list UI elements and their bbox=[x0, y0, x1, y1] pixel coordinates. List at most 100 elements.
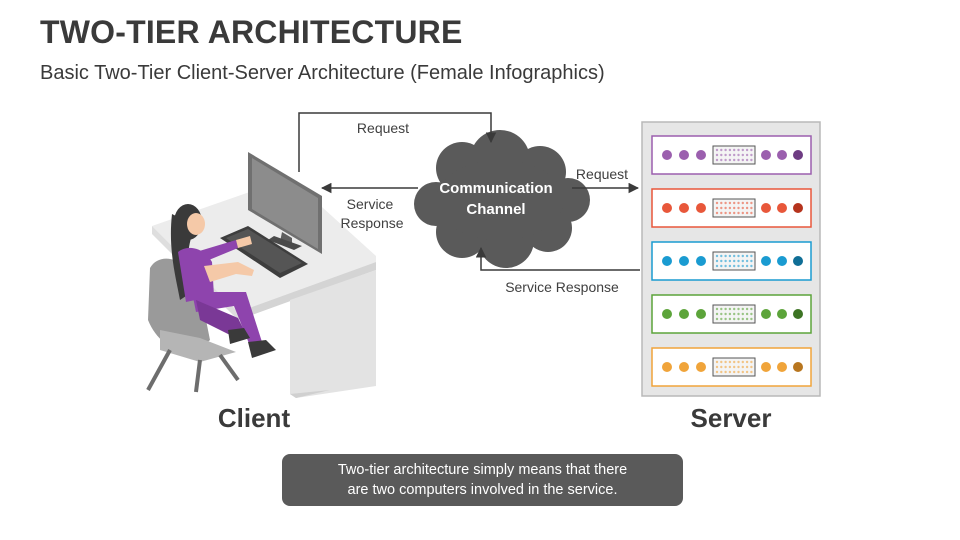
vent-hole bbox=[720, 153, 723, 157]
vent-hole bbox=[741, 153, 744, 157]
status-light-icon bbox=[777, 362, 787, 372]
vent-hole bbox=[741, 201, 744, 205]
vent-hole bbox=[745, 206, 749, 210]
status-light-icon bbox=[793, 203, 803, 213]
status-light-icon bbox=[679, 256, 689, 266]
server-unit bbox=[651, 241, 812, 281]
vent-hole bbox=[741, 360, 744, 364]
vent-hole bbox=[720, 312, 723, 316]
vent-hole bbox=[745, 370, 749, 374]
vent-hole bbox=[737, 211, 740, 215]
vent-hole bbox=[728, 201, 732, 205]
vent-hole bbox=[715, 158, 719, 162]
status-light-icon bbox=[662, 150, 672, 160]
status-light-icon bbox=[679, 150, 689, 160]
status-light-icon bbox=[696, 362, 706, 372]
server-unit bbox=[651, 135, 812, 175]
vent-hole bbox=[720, 365, 723, 369]
service-response-label-left-1: Service bbox=[347, 196, 394, 212]
server-unit bbox=[651, 347, 812, 387]
vent-hole bbox=[728, 254, 732, 258]
vent-hole bbox=[720, 206, 723, 210]
server-label: Server bbox=[691, 403, 772, 433]
vent-hole bbox=[750, 206, 753, 210]
vent-hole bbox=[750, 158, 753, 162]
vent-hole bbox=[724, 153, 727, 157]
vent-hole bbox=[733, 264, 736, 268]
vent-hole bbox=[728, 153, 732, 157]
vent-hole bbox=[733, 312, 736, 316]
vent-hole bbox=[724, 254, 727, 258]
vent-hole bbox=[741, 264, 744, 268]
vent-hole bbox=[728, 259, 732, 263]
vent-hole bbox=[737, 158, 740, 162]
vent-hole bbox=[750, 307, 753, 311]
channel-label-line1: Communication bbox=[439, 180, 552, 197]
vent-hole bbox=[750, 360, 753, 364]
status-light-icon bbox=[761, 150, 771, 160]
server-unit bbox=[651, 294, 812, 334]
vent-hole bbox=[741, 312, 744, 316]
service-response-label-left-2: Response bbox=[340, 215, 403, 231]
vent-hole bbox=[720, 317, 723, 321]
vent-hole bbox=[750, 211, 753, 215]
vent-hole bbox=[733, 365, 736, 369]
vent-hole bbox=[733, 307, 736, 311]
vent-hole bbox=[728, 317, 732, 321]
vent-hole bbox=[750, 264, 753, 268]
vent-hole bbox=[724, 158, 727, 162]
vent-hole bbox=[720, 254, 723, 258]
vent-hole bbox=[733, 206, 736, 210]
vent-hole bbox=[737, 312, 740, 316]
status-light-icon bbox=[777, 150, 787, 160]
vent-hole bbox=[745, 312, 749, 316]
status-light-icon bbox=[662, 203, 672, 213]
vent-hole bbox=[715, 201, 719, 205]
request-arrow-top bbox=[298, 112, 497, 172]
vent-hole bbox=[741, 211, 744, 215]
vent-hole bbox=[724, 201, 727, 205]
channel-label-line2: Channel bbox=[466, 201, 525, 218]
vent-hole bbox=[715, 317, 719, 321]
vent-hole bbox=[728, 158, 732, 162]
vent-hole bbox=[715, 259, 719, 263]
status-light-icon bbox=[761, 309, 771, 319]
status-light-icon bbox=[793, 256, 803, 266]
definition-note: Two-tier architecture simply means that … bbox=[282, 454, 683, 506]
status-light-icon bbox=[793, 309, 803, 319]
service-response-label-bottom: Service Response bbox=[505, 279, 619, 295]
status-light-icon bbox=[793, 150, 803, 160]
status-light-icon bbox=[761, 362, 771, 372]
vent-hole bbox=[724, 211, 727, 215]
vent-hole bbox=[724, 317, 727, 321]
vent-hole bbox=[737, 148, 740, 152]
page-subtitle: Basic Two-Tier Client-Server Architectur… bbox=[40, 62, 605, 84]
vent-hole bbox=[733, 259, 736, 263]
vent-hole bbox=[720, 259, 723, 263]
vent-hole bbox=[715, 370, 719, 374]
status-light-icon bbox=[696, 203, 706, 213]
vent-hole bbox=[724, 206, 727, 210]
status-light-icon bbox=[679, 309, 689, 319]
status-light-icon bbox=[696, 309, 706, 319]
vent-hole bbox=[728, 307, 732, 311]
client-label: Client bbox=[218, 403, 291, 433]
vent-hole bbox=[733, 201, 736, 205]
vent-hole bbox=[715, 153, 719, 157]
vent-hole bbox=[750, 254, 753, 258]
vent-hole bbox=[720, 307, 723, 311]
vent-hole bbox=[750, 365, 753, 369]
vent-hole bbox=[715, 360, 719, 364]
vent-hole bbox=[737, 201, 740, 205]
vent-hole bbox=[733, 211, 736, 215]
vent-hole bbox=[741, 206, 744, 210]
communication-channel-cloud: Communication Channel bbox=[414, 130, 590, 268]
status-light-icon bbox=[679, 362, 689, 372]
note-line-2: are two computers involved in the servic… bbox=[347, 482, 618, 498]
request-label-top: Request bbox=[357, 120, 409, 136]
vent-hole bbox=[737, 365, 740, 369]
vent-hole bbox=[737, 307, 740, 311]
vent-hole bbox=[733, 153, 736, 157]
vent-hole bbox=[741, 148, 744, 152]
vent-hole bbox=[750, 201, 753, 205]
